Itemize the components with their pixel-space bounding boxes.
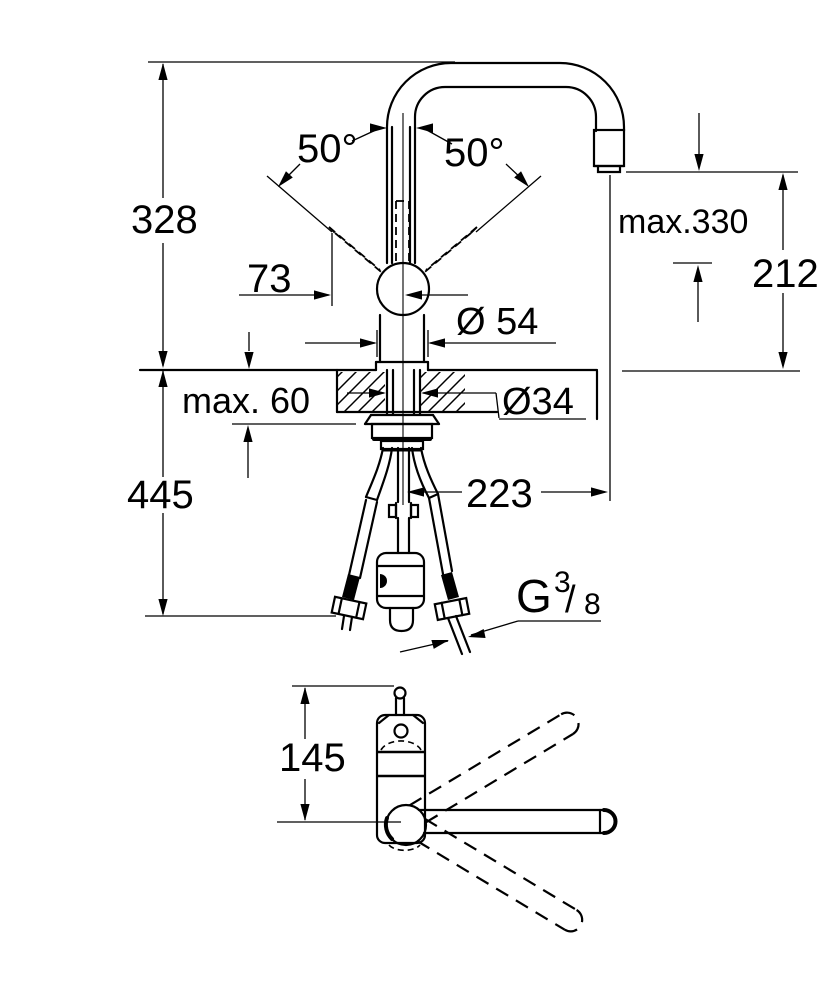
swivel-spout-lower	[416, 817, 584, 933]
dim-thread-letter: G	[516, 570, 552, 622]
hose-end-stub	[388, 606, 415, 633]
dim-swivel-right: 50°	[416, 123, 542, 233]
lever-tip-mark	[393, 686, 407, 700]
hose-fan	[364, 446, 440, 504]
aerator-mousseur	[592, 128, 626, 168]
mounting-shank	[385, 368, 422, 416]
dim-max-deck-thickness: max. 60	[182, 332, 356, 478]
dim-body-diameter-label: Ø 54	[456, 301, 538, 343]
u-spout	[385, 61, 626, 265]
hose-sleeve-right	[441, 572, 459, 600]
dim-max-height: max.330	[618, 113, 748, 322]
dim-total-height-label: 328	[131, 198, 198, 242]
dim-thread-denominator: 8	[584, 588, 601, 621]
dim-reach: 223	[407, 175, 611, 516]
hose-weight	[375, 551, 426, 610]
dimensions: 328 445 50° 50°	[127, 61, 819, 653]
dim-hole-diameter-label: Ø34	[502, 381, 574, 423]
dim-swivel-right-label: 50°	[444, 131, 505, 175]
mounting-hardware	[363, 413, 441, 452]
solid-spout	[417, 808, 618, 835]
spout-outer-contour	[385, 61, 626, 265]
dim-lever-offset: 73	[239, 233, 468, 306]
lever-ball-top	[393, 723, 409, 739]
supply-hose-left	[330, 498, 379, 632]
faucet-body	[374, 313, 430, 372]
hose-sleeve-left	[342, 574, 360, 600]
lever-tilted-left	[328, 226, 387, 277]
swivel-spout-upper	[408, 711, 580, 824]
side-view-faucet	[138, 61, 626, 656]
dim-swivel-left-label: 50°	[297, 127, 358, 171]
countertop-section	[138, 368, 599, 421]
dim-body-diameter: Ø 54	[305, 301, 556, 357]
aerator-lip	[596, 164, 622, 174]
supply-hose-right	[427, 492, 472, 656]
hose-collar	[379, 439, 425, 451]
dim-outlet-height: 212	[622, 171, 819, 372]
hex-fitting-left	[330, 595, 368, 621]
dim-lever-offset-label: 73	[247, 257, 292, 301]
dim-thread-numerator: 3	[554, 566, 571, 599]
lever-tilted-right	[419, 226, 478, 277]
pullout-hose-assembly	[375, 501, 426, 633]
dim-max-height-label: max.330	[618, 203, 748, 241]
dim-below-deck-label: 445	[127, 473, 194, 517]
dim-reach-label: 223	[466, 472, 533, 516]
dim-total-height: 328	[131, 63, 198, 368]
dim-outlet-height-label: 212	[752, 252, 819, 296]
hex-fitting-right	[433, 596, 471, 622]
dim-spout-offset: 145	[277, 685, 401, 823]
top-view-body	[375, 686, 428, 852]
dim-thread: G 3 / 8	[399, 566, 601, 653]
weight-clip	[380, 574, 387, 588]
dim-swivel-left: 50°	[266, 123, 387, 233]
connector-tab-right	[409, 503, 420, 519]
dim-spout-offset-label: 145	[279, 736, 346, 780]
mounting-nut	[370, 422, 434, 440]
dim-thread-slash: /	[565, 579, 576, 621]
connector-tab-left	[387, 503, 398, 519]
top-view: 145	[277, 685, 618, 933]
dim-max-deck-thickness-label: max. 60	[182, 380, 310, 421]
spout-inner-contour	[413, 85, 598, 265]
dim-below-deck: 445	[127, 370, 336, 617]
dim-hole-diameter: Ø34	[347, 381, 586, 423]
